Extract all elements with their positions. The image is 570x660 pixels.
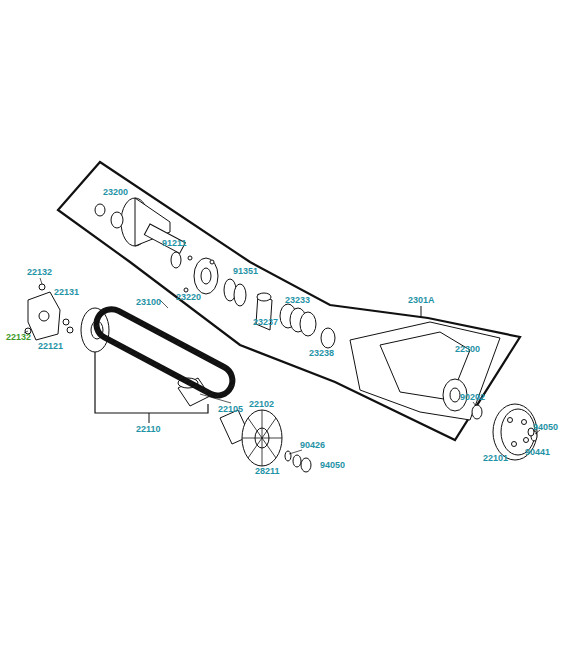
callout-number: 22132	[6, 332, 31, 342]
callout-number: 23100	[136, 297, 161, 307]
callout-number: 28211	[255, 466, 280, 476]
callout-number: 2301A	[408, 295, 435, 305]
callout-number: 22101	[483, 453, 508, 463]
callout-number: 94050	[320, 460, 345, 470]
callout-number: 22110	[136, 424, 161, 434]
callout-number: 90441	[525, 447, 550, 457]
callout-number: 22121	[38, 341, 63, 351]
callout-number: 22102	[249, 399, 274, 409]
callout-number: 22131	[54, 287, 79, 297]
callout-number: 22132	[27, 267, 52, 277]
callout-number: 22105	[218, 404, 243, 414]
callout-number: 23238	[309, 348, 334, 358]
callout-number: 90426	[300, 440, 325, 450]
callout-number: 91351	[233, 266, 258, 276]
callout-number: 91211	[162, 238, 187, 248]
callout-number: 23220	[176, 292, 201, 302]
callout-number: 90202	[460, 392, 485, 402]
callout-number: 94050	[533, 422, 558, 432]
callout-number: 22300	[455, 344, 480, 354]
callout-number: 23200	[103, 187, 128, 197]
callout-number: 23237	[253, 317, 278, 327]
callout-number: 23233	[285, 295, 310, 305]
